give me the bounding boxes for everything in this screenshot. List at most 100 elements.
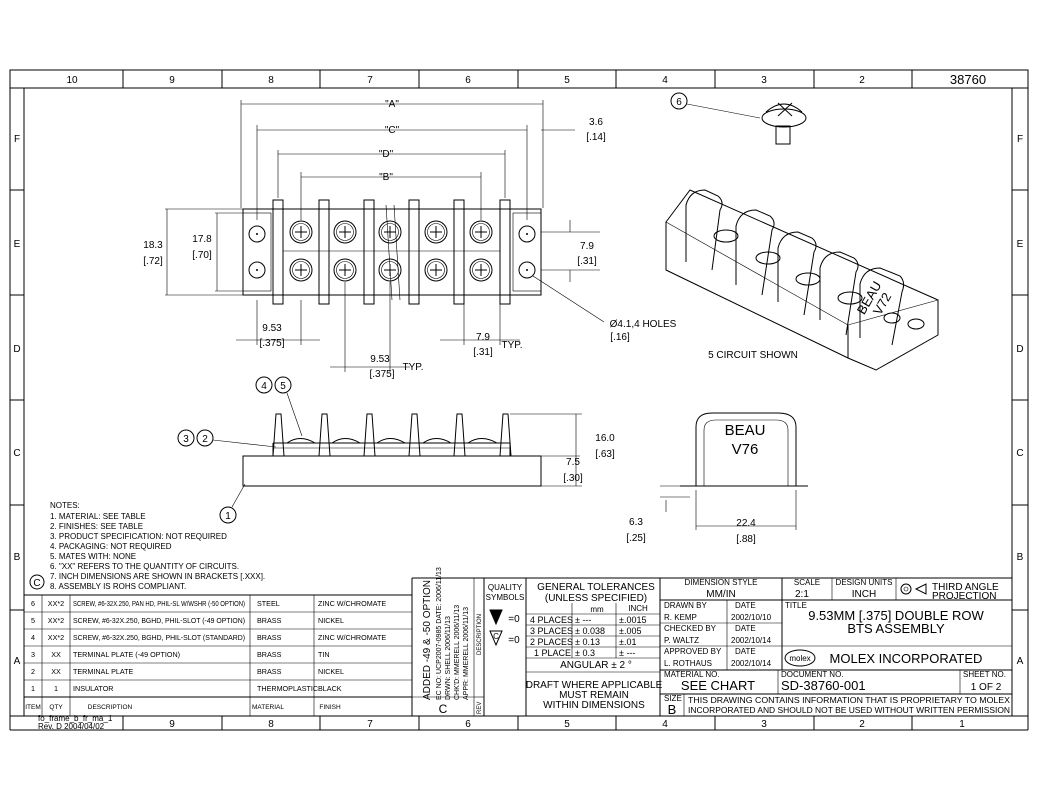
bom-cell: SCREW, #6-32X.250, PAN HD, PHIL-SL W/WSH… [73,599,245,608]
note-line: 6. "XX" REFERS TO THE QUANTITY OF CIRCUI… [50,562,239,571]
dim-a: "A" [385,99,399,110]
rev-approved: APPR: MMERELL 2006/11/13 [463,607,470,700]
bom-cell: 1 [31,684,35,693]
units-label: DESIGN UNITS [836,578,893,587]
col-label: 3 [761,75,767,86]
tolerances: GENERAL TOLERANCES (UNLESS SPECIFIED) mm… [526,578,663,716]
dim-18-3: 18.3 [143,240,163,251]
dim-6-3-inch: [.25] [626,533,646,544]
end-view: BEAU V76 22.4 [.88] 6.3 [.25] [626,412,808,545]
note-line: 3. PRODUCT SPECIFICATION: NOT REQUIRED [50,532,227,541]
bom-cell: STEEL [257,599,280,608]
dim-9-53-typ: 9.53 [370,354,390,365]
bom-cell: ZINC W/CHROMATE [318,633,386,642]
end-view-mark-2: V76 [732,441,759,458]
row-label: C [1016,448,1023,459]
document-label: DOCUMENT NO. [781,670,844,679]
bom-cell: SCREW, #6-32X.250, BGHD, PHIL-SLOT (STAN… [73,633,245,642]
bom-cell: BRASS [257,616,282,625]
rev-checked: CHK'D: MMERELL 2006/11/13 [454,605,461,700]
col-label: 3 [761,719,767,730]
date-label: DATE [735,624,756,633]
col-label: 7 [367,719,373,730]
sheet-no: 1 OF 2 [971,682,1002,693]
col-label: 9 [169,719,175,730]
typ-label: TYP. [502,340,523,351]
footer-template: fo_frame_b_fr_ma_1 [38,714,113,723]
row-label: D [1016,344,1023,355]
footer-rev: Rev. D 2004/04/02 [38,722,105,731]
quality-symbols: QUALITY SYMBOLS =0 C =0 [486,578,527,716]
document-no: SD-38760-001 [781,678,866,693]
checked-date: 2002/10/14 [731,636,772,645]
company-name: MOLEX INCORPORATED [830,651,983,666]
dim-3-6-inch: [.14] [586,132,606,143]
checked-by: P. WALTZ [664,636,699,645]
dim-17-8-inch: [.70] [192,250,212,261]
projection-1: THIRD ANGLE [932,582,999,593]
revision-block: ADDED -49 & -50 OPTION EC NO: UCP2007-09… [412,567,660,716]
dim-9-53-typ-inch: [.375] [369,369,394,380]
row-label: E [14,239,21,250]
dim-7-9-inch: [.31] [577,256,597,267]
scale-label: SCALE [794,578,820,587]
row-label: C [13,448,20,459]
dim-22-4-inch: [.88] [736,534,756,545]
tol-cell: 4 PLACES [530,615,573,625]
dim-16-0: 16.0 [595,433,615,444]
bom-cell: 4 [31,633,35,642]
bom-cell: BRASS [257,633,282,642]
desc-label: DESCRIPTION [477,614,483,655]
col-label: 1 [959,719,965,730]
bom-cell: SCREW, #6-32X.250, BGHD, PHIL-SLOT (-49 … [73,616,245,625]
bom-cell: ZINC W/CHROMATE [318,599,386,608]
note-line: 4. PACKAGING: NOT REQUIRED [50,542,172,551]
tol-cell: ± --- [619,648,635,658]
bom-cell: 3 [31,650,35,659]
row-label: F [14,134,20,145]
material-label: MATERIAL NO. [664,670,720,679]
bom-header: QTY [49,704,63,711]
typ-label: TYP. [403,362,424,373]
bom-cell: BLACK [318,684,342,693]
date-label: DATE [735,647,756,656]
projection-icon [914,583,927,595]
quality-title-2: SYMBOLS [486,593,525,602]
bom-cell: THERMOPLASTIC [257,684,318,693]
sheet-label: SHEET NO. [963,670,1006,679]
balloon-3: 3 [183,434,189,445]
bom-header: FINISH [319,704,341,711]
note-line: 1. MATERIAL: SEE TABLE [50,512,146,521]
col-label: 9 [169,75,175,86]
units: INCH [852,589,876,600]
dim-style: MM/IN [706,589,735,600]
dim-7-9: 7.9 [580,241,594,252]
bom-cell: XX*2 [48,633,64,642]
sheet-size: B [668,702,677,717]
bom-cell: NICKEL [318,667,344,676]
col-label: 5 [564,75,570,86]
title-label: TITLE [785,601,807,610]
col-label: 2 [859,75,865,86]
balloon-5: 5 [280,381,286,392]
tol-draft-1: DRAFT WHERE APPLICABLE [526,680,663,691]
end-view-mark-1: BEAU [725,422,766,439]
bom-cell: TERMINAL PLATE (-49 OPTION) [73,650,180,659]
top-column-labels: 10 9 8 7 6 5 4 3 2 38760 [66,72,986,87]
tol-cell: ±.005 [619,626,641,636]
dim-18-3-inch: [.72] [143,256,163,267]
tol-cell: 3 PLACES [530,626,573,636]
tol-cell: ±.0015 [619,615,646,625]
checked-label: CHECKED BY [664,624,717,633]
col-label: 8 [268,75,274,86]
molex-logo: molex [789,654,810,663]
holes-callout-inch: [.16] [610,332,630,343]
isometric-view: BEAU V72 5 CIRCUIT SHOWN [665,102,939,371]
dim-c: "C" [385,125,400,136]
note-line: 5. MATES WITH: NONE [50,552,136,561]
dim-style-label: DIMENSION STYLE [685,578,758,587]
bom-header: DESCRIPTION [88,704,133,711]
tol-angular: ANGULAR ± 2 ° [560,660,632,671]
col-label: 4 [662,75,668,86]
